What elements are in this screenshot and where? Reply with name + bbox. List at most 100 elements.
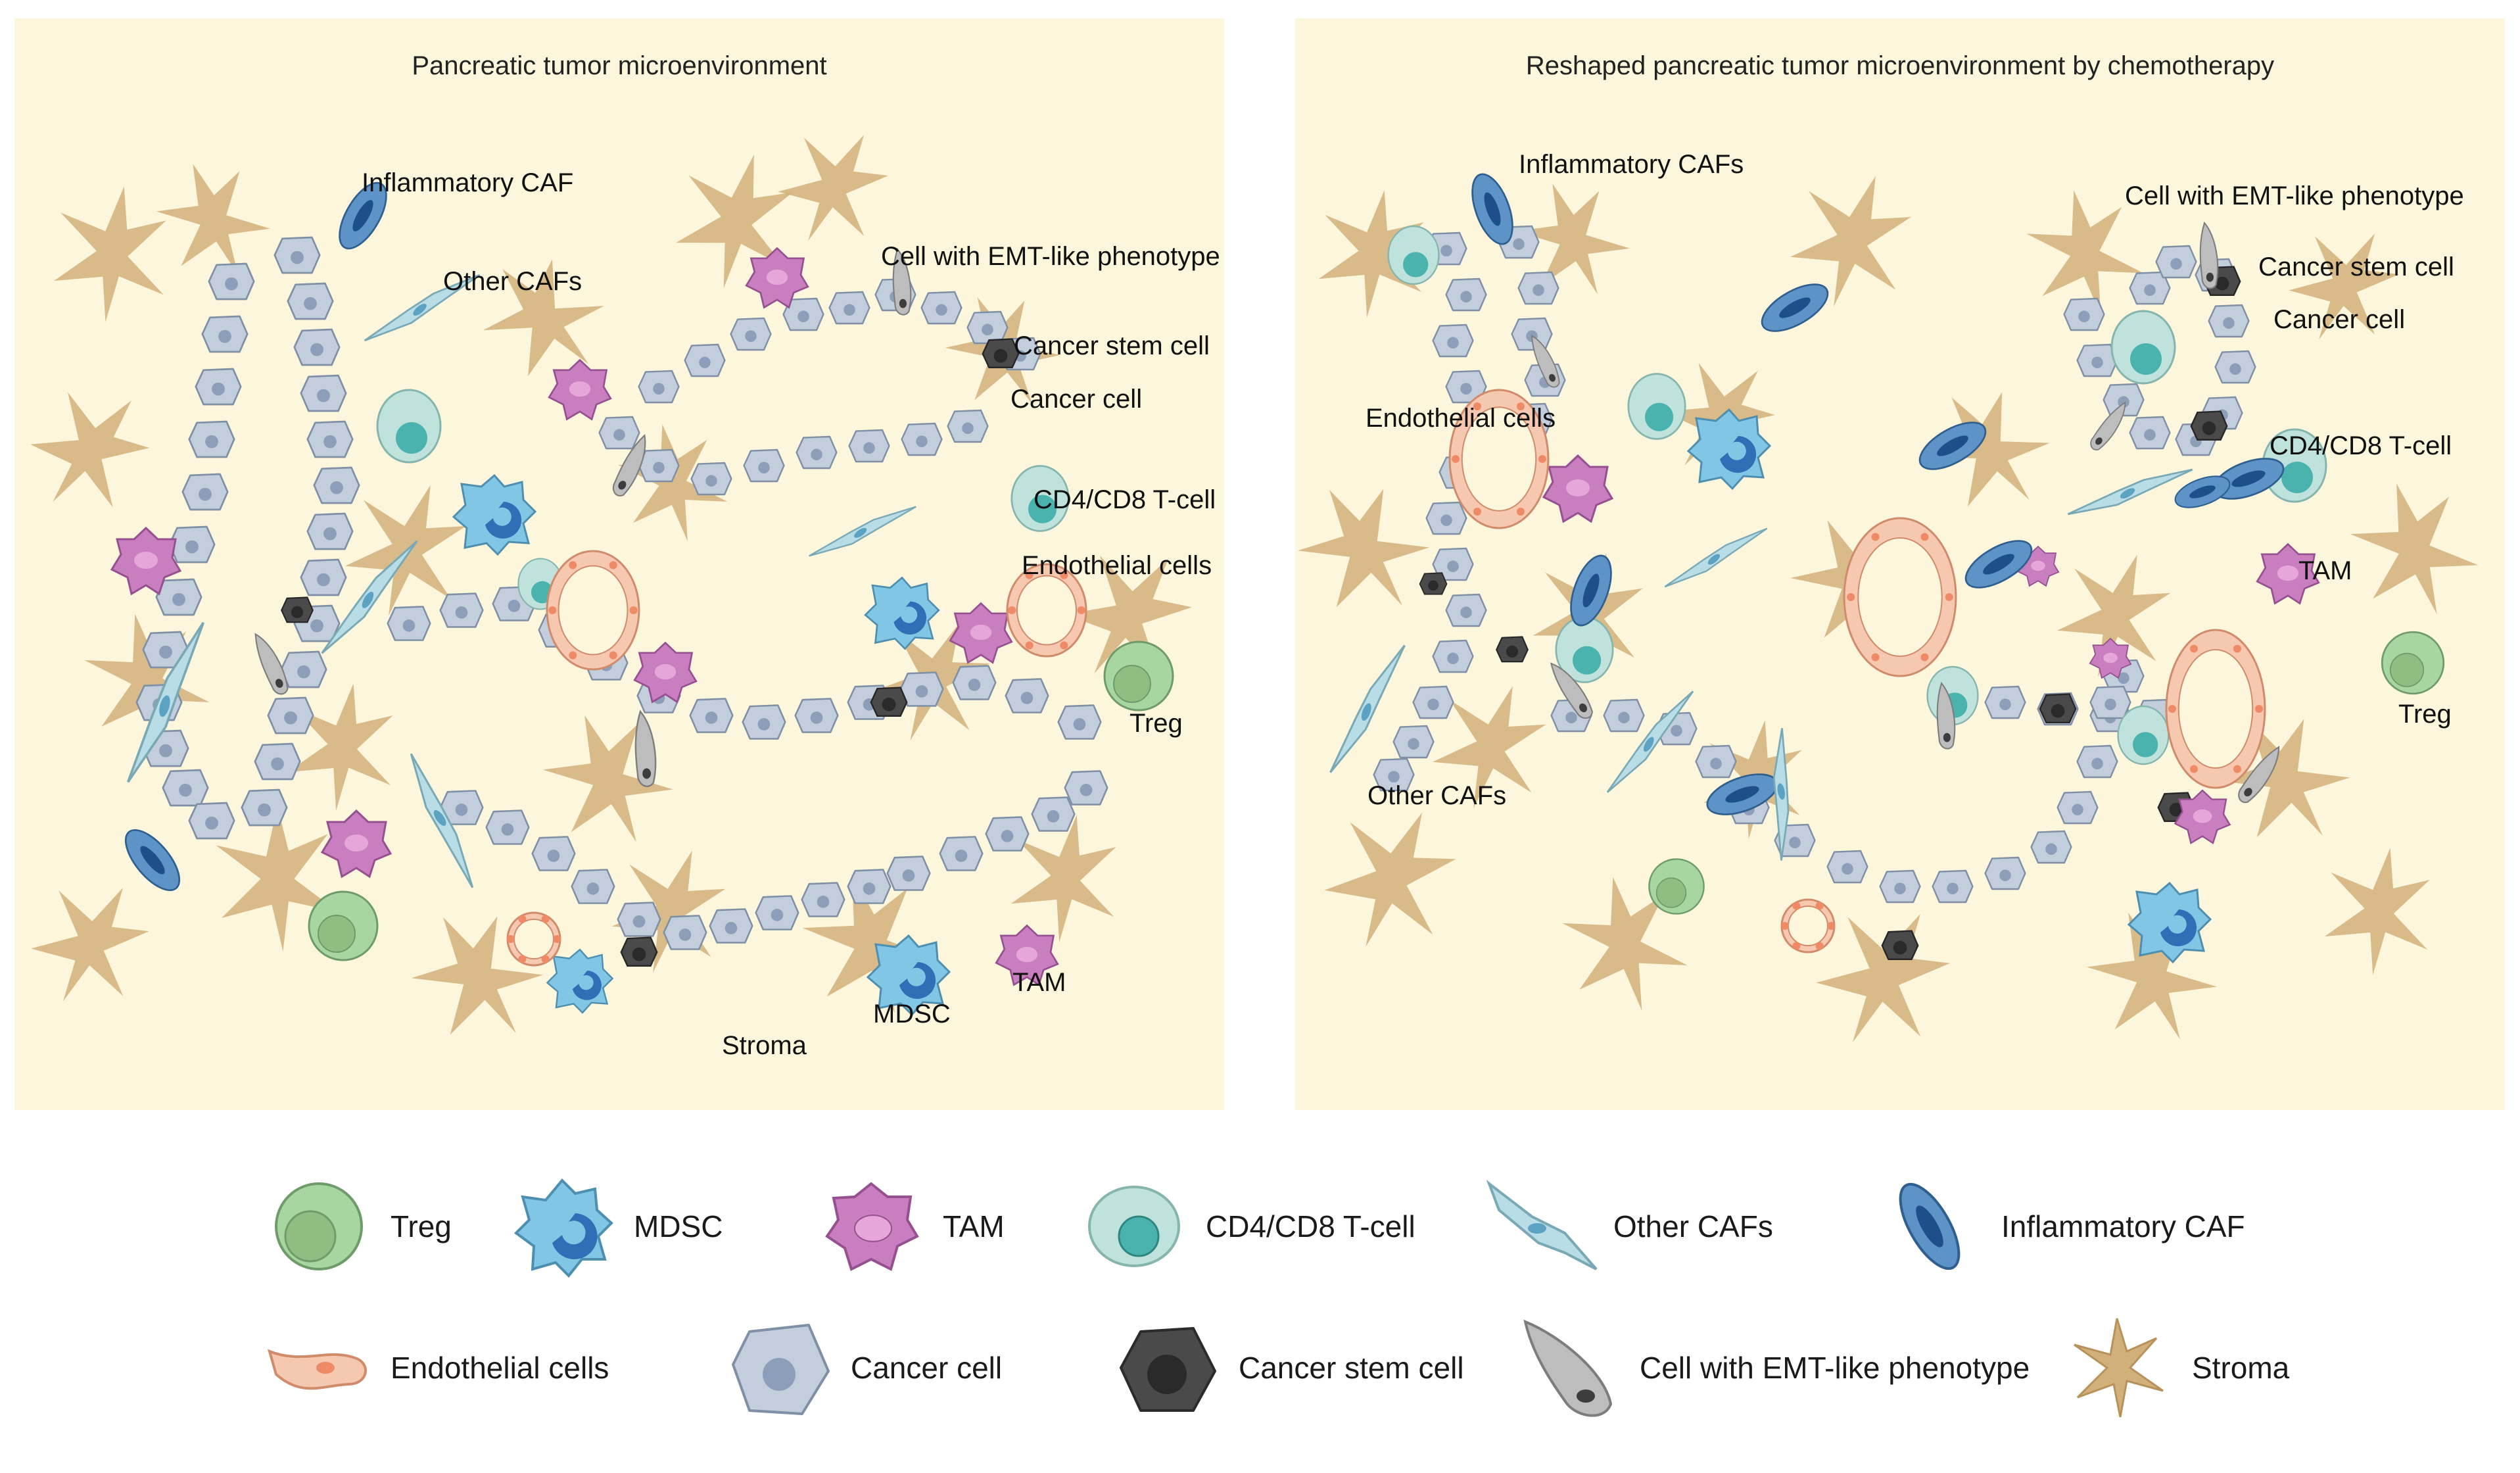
t-cell — [1387, 225, 1440, 285]
legend-label-inflammatory-caf: Inflammatory CAF — [2001, 1209, 2245, 1244]
stroma-fiber — [618, 424, 728, 542]
cancer-stem-cell — [2190, 410, 2228, 441]
label-cancer-stem-cell: Cancer stem cell — [1014, 331, 1210, 360]
other-caf — [2067, 468, 2193, 516]
inflammatory-caf — [1964, 540, 2033, 589]
treg-cell — [1103, 640, 1174, 712]
label-other-cafs-right: Other CAFs — [1367, 781, 1507, 810]
cancer-cell — [598, 416, 640, 450]
stroma-fiber — [2057, 554, 2171, 677]
legend-label-stroma: Stroma — [2192, 1351, 2290, 1385]
cancer-cell — [571, 869, 615, 904]
legend-item-tam: TAM — [815, 1171, 1005, 1282]
treg-cell — [1648, 858, 1705, 915]
cancer-cell — [293, 328, 341, 366]
tam-cell — [2256, 543, 2320, 605]
emt-cell — [2238, 746, 2280, 804]
inflammatory-caf — [124, 829, 181, 892]
cancer-cell — [1432, 639, 1474, 673]
other-caf — [410, 753, 474, 888]
cancer-cell — [1445, 370, 1487, 404]
stroma-fiber — [1297, 489, 1430, 608]
label-cancer-cell-right: Cancer cell — [2273, 305, 2406, 334]
cancer-stem-cell — [1496, 636, 1529, 663]
label-treg-right: Treg — [2398, 700, 2452, 729]
label-cancer-stem-cell-right: Cancer stem cell — [2258, 253, 2454, 281]
stroma-fiber — [1324, 812, 1456, 947]
cancer-stem-cell — [281, 596, 314, 623]
cancer-stem-cell — [1881, 930, 1919, 961]
other-caf-icon — [1486, 1180, 1598, 1270]
tam-cell — [110, 526, 182, 596]
legend-item-other-cafs: Other CAFs — [1486, 1171, 1773, 1282]
legend-item-mdsc: MDSC — [506, 1171, 723, 1282]
cancer-cell — [1984, 856, 2026, 890]
cancer-cell — [742, 704, 786, 740]
cancer-cell — [939, 836, 984, 871]
legend-item-inflammatory-caf: Inflammatory CAF — [1874, 1171, 2245, 1282]
cancer-cell — [663, 915, 707, 950]
tam-cell — [949, 602, 1013, 664]
stroma-fiber — [2026, 190, 2144, 316]
cancer-cell — [2129, 271, 2171, 305]
t-cell — [2110, 310, 2176, 385]
other-caf — [364, 274, 481, 342]
cancer-cell — [201, 315, 249, 353]
left-scene — [30, 135, 1193, 1035]
cancer-cell — [1445, 278, 1487, 312]
panel-reshaped-tme: Reshaped pancreatic tumor microenvironme… — [1295, 18, 2505, 1110]
cancer-cell — [2208, 304, 2250, 338]
cancer-cell — [287, 282, 334, 320]
legend-label-other-cafs: Other CAFs — [1613, 1209, 1773, 1244]
stroma-fiber — [1064, 555, 1193, 674]
cancer-cell — [684, 343, 726, 377]
stroma-fiber — [2350, 483, 2479, 615]
cancer-cell — [439, 790, 484, 825]
cancer-cell — [273, 236, 321, 274]
cancer-cell — [689, 698, 734, 733]
cancer-cell — [1445, 593, 1487, 627]
cancer-cell — [1695, 744, 1737, 779]
label-endothelial-cells: Endothelial cells — [1022, 551, 1212, 580]
cancer-cell — [387, 606, 431, 641]
cancer-cell — [755, 895, 799, 930]
cancer-cell — [901, 422, 943, 456]
emt-cell — [2090, 401, 2126, 451]
label-emt-cell-right: Cell with EMT-like phenotype — [2125, 181, 2464, 210]
legend-label-cancer-cell: Cancer cell — [851, 1351, 1003, 1385]
endothelial-vessel — [546, 550, 640, 671]
tme-illustration-left — [30, 135, 1193, 1035]
t-cell — [2262, 428, 2327, 503]
label-tam-right: TAM — [2298, 556, 2352, 585]
inflammatory-caf — [1570, 554, 1612, 627]
cancer-cell — [1603, 698, 1645, 733]
mdsc-cell — [452, 473, 537, 556]
stroma-fiber — [676, 155, 794, 289]
cancer-cell — [531, 836, 576, 871]
cancer-cell — [1826, 850, 1868, 884]
treg-cell — [308, 890, 379, 961]
cancer-cell — [1879, 869, 1921, 904]
label-treg: Treg — [1129, 709, 1183, 738]
mdsc-cell — [1686, 408, 1772, 491]
cancer-cell — [1057, 704, 1102, 740]
cancer-cell — [886, 856, 931, 891]
endothelial-vessel — [1780, 898, 1836, 954]
tam-cell — [2089, 637, 2132, 679]
legend-label-endothelial: Endothelial cells — [391, 1351, 609, 1385]
mdsc-cell — [2127, 881, 2212, 964]
cancer-cell — [730, 317, 772, 351]
cancer-cell — [1425, 501, 1467, 535]
stroma-fiber — [287, 683, 393, 811]
cancer-cell — [848, 429, 890, 463]
cancer-cell — [195, 368, 242, 406]
stroma-fiber — [31, 888, 149, 1002]
legend-item-stroma: Stroma — [2064, 1312, 2289, 1424]
other-caf — [1664, 527, 1768, 588]
inflammatory-caf — [1471, 173, 1513, 245]
tam-cell — [1542, 454, 1614, 523]
label-emt-cell: Cell with EMT-like phenotype — [881, 242, 1220, 271]
endothelial-vessel — [1843, 517, 1957, 677]
panel-title-right: Reshaped pancreatic tumor microenvironme… — [1525, 51, 2275, 80]
endothelial-cell-icon — [267, 1349, 367, 1390]
